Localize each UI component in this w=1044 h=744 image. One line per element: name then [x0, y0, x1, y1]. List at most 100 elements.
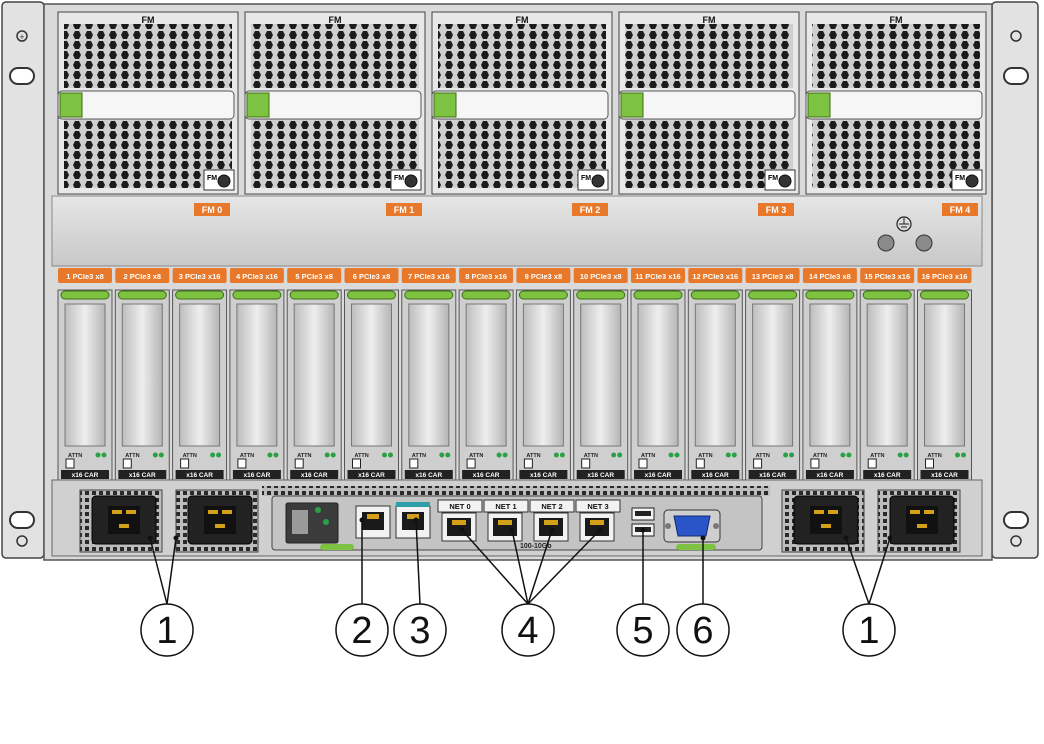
- pcie-slot-label: 12 PCIe3 x16: [692, 272, 738, 281]
- fan-latch[interactable]: [59, 92, 83, 118]
- fan-badge-label: FM: [581, 175, 591, 182]
- fan-screw: [404, 174, 418, 188]
- pcie-card-face: [351, 303, 392, 447]
- pcie-latch[interactable]: [60, 290, 110, 300]
- net-port-contacts: [590, 520, 604, 525]
- pcie-attn-button[interactable]: [65, 458, 75, 469]
- fan-latch[interactable]: [807, 92, 831, 118]
- pcie-latch[interactable]: [690, 290, 740, 300]
- pcie-slot-label: 5 PCIe3 x8: [295, 272, 333, 281]
- pcie-latch[interactable]: [748, 290, 798, 300]
- pcie-latch[interactable]: [117, 290, 167, 300]
- pcie-attn-button[interactable]: [638, 458, 648, 469]
- pcie-attn-button[interactable]: [695, 458, 705, 469]
- fan-latch[interactable]: [246, 92, 270, 118]
- pcie-latch[interactable]: [862, 290, 912, 300]
- pcie-attn-button[interactable]: [180, 458, 190, 469]
- pcie-latch[interactable]: [633, 290, 683, 300]
- pcie-status-led: [559, 452, 565, 458]
- pcie-attn-button[interactable]: [237, 458, 247, 469]
- pcie-attn-button[interactable]: [294, 458, 304, 469]
- net-port[interactable]: NET 3: [575, 499, 621, 542]
- vga-port[interactable]: [663, 509, 721, 543]
- net-port-tag: [529, 499, 575, 513]
- pcie-latch[interactable]: [404, 290, 454, 300]
- power-supply[interactable]: [175, 489, 259, 553]
- fan-handle[interactable]: [57, 90, 235, 120]
- pcie-latch[interactable]: [289, 290, 339, 300]
- fan-latch[interactable]: [433, 92, 457, 118]
- power-supply[interactable]: [79, 489, 163, 553]
- pcie-card-label: x16 CAR: [186, 472, 213, 479]
- psu-pin: [924, 510, 934, 514]
- pcie-status-led: [674, 452, 680, 458]
- pcie-latch[interactable]: [518, 290, 568, 300]
- pcie-latch[interactable]: [461, 290, 511, 300]
- pcie-attn-label: ATTN: [355, 453, 369, 459]
- pcie-card-tag: [920, 470, 969, 479]
- power-supply[interactable]: [877, 489, 961, 553]
- pcie-latch[interactable]: [576, 290, 626, 300]
- pcie-attn-button[interactable]: [523, 458, 533, 469]
- pcie-attn-label: ATTN: [183, 453, 197, 459]
- mid-panel: [51, 195, 983, 267]
- psu-pin: [208, 510, 218, 514]
- pcie-latch[interactable]: [805, 290, 855, 300]
- pcie-attn-button[interactable]: [867, 458, 877, 469]
- fan-handle[interactable]: [805, 90, 983, 120]
- pcie-attn-button[interactable]: [925, 458, 934, 469]
- callout-number: 2: [351, 610, 372, 652]
- callout-leader-line: [149, 537, 168, 605]
- pcie-latch[interactable]: [920, 290, 969, 300]
- callout-leader-line: [166, 537, 177, 605]
- net-port[interactable]: NET 1: [483, 499, 529, 542]
- pcie-attn-button[interactable]: [753, 458, 763, 469]
- ground-stud: [915, 234, 933, 252]
- power-supply[interactable]: [781, 489, 865, 553]
- fan-handle[interactable]: [431, 90, 609, 120]
- net-port[interactable]: NET 0: [437, 499, 483, 542]
- fan-badge-label: FM: [768, 175, 778, 182]
- net-port[interactable]: NET 2: [529, 499, 575, 542]
- pcie-slot-label: 8 PCIe3 x16: [465, 272, 507, 281]
- fan-slot-tag-label: FM 2: [580, 205, 601, 215]
- pcie-attn-button[interactable]: [810, 458, 820, 469]
- pcie-attn-button[interactable]: [352, 458, 361, 469]
- fan-handle[interactable]: [618, 90, 796, 120]
- pcie-latch[interactable]: [232, 290, 282, 300]
- net-mgt-port[interactable]: [395, 502, 431, 539]
- pcie-attn-button[interactable]: [409, 458, 419, 469]
- pcie-card-label: x16 CAR: [530, 472, 557, 479]
- pcie-latch[interactable]: [347, 290, 396, 300]
- fan-latch[interactable]: [620, 92, 644, 118]
- pcie-card-face: [637, 303, 679, 447]
- fan-handle[interactable]: [244, 90, 422, 120]
- pcie-latch[interactable]: [175, 290, 225, 300]
- pcie-attn-button[interactable]: [581, 458, 591, 469]
- pcie-attn-button[interactable]: [466, 458, 476, 469]
- pcie-slot-label: 16 PCIe3 x16: [922, 272, 968, 281]
- callout-number: 4: [517, 610, 538, 652]
- pcie-attn-button[interactable]: [122, 458, 132, 469]
